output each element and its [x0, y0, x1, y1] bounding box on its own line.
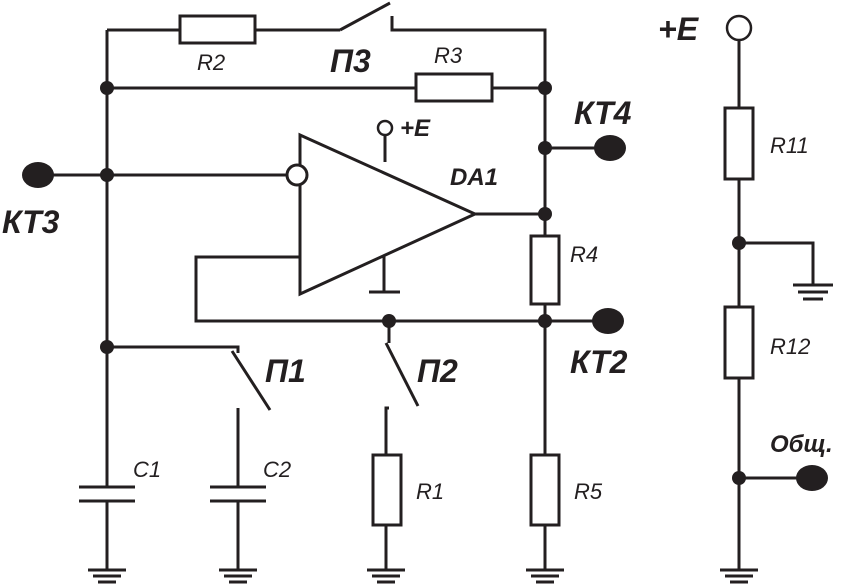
label-p3: П3	[330, 43, 371, 79]
ground-symbols	[88, 283, 833, 584]
label-e-main: +E	[658, 11, 700, 47]
label-p2: П2	[417, 353, 458, 389]
label-kt3: КТ3	[2, 204, 60, 240]
inverting-input-circle	[285, 163, 309, 187]
label-kt4: КТ4	[574, 95, 632, 131]
junction-dots	[100, 81, 746, 485]
capacitor-c2	[210, 485, 266, 503]
resistor-r1	[371, 453, 403, 527]
test-point-kt4	[594, 135, 626, 161]
test-point-kt3	[22, 162, 54, 188]
label-r5: R5	[574, 479, 603, 504]
label-e-opamp: +E	[400, 115, 431, 142]
label-p1: П1	[265, 353, 306, 389]
label-kt2: КТ2	[570, 344, 628, 380]
resistor-r3	[414, 72, 494, 103]
label-c1: C1	[133, 457, 161, 482]
opamp-supply-terminal	[376, 119, 394, 137]
resistor-r2	[178, 14, 257, 45]
label-r3: R3	[434, 43, 463, 68]
wires	[50, 26, 600, 570]
label-r12: R12	[770, 334, 810, 359]
label-common: Общ.	[770, 431, 833, 458]
test-point-kt2	[592, 308, 624, 334]
label-da1: DA1	[450, 164, 498, 191]
supply-terminal-e	[725, 14, 753, 42]
switch-p3	[339, 1, 394, 32]
label-r1: R1	[416, 479, 444, 504]
label-r11: R11	[770, 133, 809, 158]
resistor-r4	[529, 234, 561, 306]
label-c2: C2	[263, 457, 291, 482]
switch-p1	[230, 350, 272, 411]
divider-wires	[737, 41, 815, 570]
resistor-r5	[529, 453, 561, 527]
resistor-r11	[723, 106, 755, 181]
resistor-r12	[723, 305, 755, 380]
label-r4: R4	[570, 242, 598, 267]
test-point-common	[796, 465, 828, 491]
switch-p2	[384, 342, 420, 407]
capacitor-c1	[79, 485, 135, 503]
opamp-da1	[285, 132, 479, 297]
label-r2: R2	[197, 50, 225, 75]
